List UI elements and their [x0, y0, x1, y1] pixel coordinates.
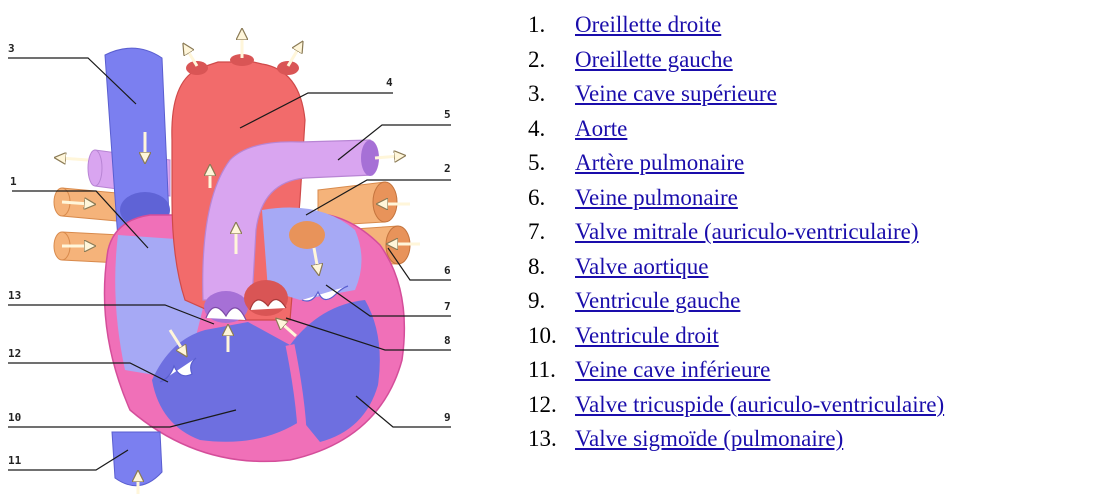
list-item: 12.Valve tricuspide (auriculo-ventricula…: [528, 388, 944, 423]
callout-1: 1: [10, 175, 17, 188]
item-number: 2.: [528, 43, 575, 78]
list-item: 8.Valve aortique: [528, 250, 944, 285]
link-aorte[interactable]: Aorte: [575, 112, 627, 147]
callout-8: 8: [444, 334, 451, 347]
callout-7: 7: [444, 300, 451, 313]
list-item: 7.Valve mitrale (auriculo-ventriculaire): [528, 215, 944, 250]
list-item: 9.Ventricule gauche: [528, 284, 944, 319]
item-number: 1.: [528, 8, 575, 43]
callout-6: 6: [444, 264, 451, 277]
item-number: 9.: [528, 284, 575, 319]
item-number: 8.: [528, 250, 575, 285]
item-number: 12.: [528, 388, 575, 423]
item-number: 5.: [528, 146, 575, 181]
link-veine-pulmonaire[interactable]: Veine pulmonaire: [575, 181, 738, 216]
item-number: 7.: [528, 215, 575, 250]
item-number: 13.: [528, 422, 575, 457]
list-item: 4.Aorte: [528, 112, 944, 147]
legend-list: 1.Oreillette droite 2.Oreillette gauche …: [528, 8, 944, 457]
callout-11: 11: [8, 454, 22, 467]
link-valve-mitrale[interactable]: Valve mitrale (auriculo-ventriculaire): [575, 215, 919, 250]
item-number: 4.: [528, 112, 575, 147]
list-item: 3.Veine cave supérieure: [528, 77, 944, 112]
callout-2: 2: [444, 162, 451, 175]
list-item: 6.Veine pulmonaire: [528, 181, 944, 216]
list-item: 10.Ventricule droit: [528, 319, 944, 354]
pulmonary-valve: [204, 291, 248, 323]
callout-13: 13: [8, 289, 21, 302]
callout-4: 4: [386, 76, 393, 89]
list-item: 2.Oreillette gauche: [528, 43, 944, 78]
link-oreillette-droite[interactable]: Oreillette droite: [575, 8, 721, 43]
link-veine-cave-inferieure[interactable]: Veine cave inférieure: [575, 353, 770, 388]
link-valve-tricuspide[interactable]: Valve tricuspide (auriculo-ventriculaire…: [575, 388, 944, 423]
link-veine-cave-superieure[interactable]: Veine cave supérieure: [575, 77, 777, 112]
link-artere-pulmonaire[interactable]: Artère pulmonaire: [575, 146, 744, 181]
callout-12: 12: [8, 347, 21, 360]
item-number: 10.: [528, 319, 575, 354]
list-item: 11.Veine cave inférieure: [528, 353, 944, 388]
link-ventricule-gauche[interactable]: Ventricule gauche: [575, 284, 740, 319]
item-number: 6.: [528, 181, 575, 216]
callout-3: 3: [8, 42, 15, 55]
link-ventricule-droit[interactable]: Ventricule droit: [575, 319, 719, 354]
callout-10: 10: [8, 411, 21, 424]
callout-5: 5: [444, 108, 451, 121]
list-item: 5.Artère pulmonaire: [528, 146, 944, 181]
heart-diagram: 3 4 5 2 1 6 7 13 8 12 10 9 11: [0, 0, 480, 499]
item-number: 11.: [528, 353, 575, 388]
link-oreillette-gauche[interactable]: Oreillette gauche: [575, 43, 733, 78]
list-item: 1.Oreillette droite: [528, 8, 944, 43]
callout-9: 9: [444, 411, 451, 424]
item-number: 3.: [528, 77, 575, 112]
list-item: 13.Valve sigmoïde (pulmonaire): [528, 422, 944, 457]
link-valve-sigmoide[interactable]: Valve sigmoïde (pulmonaire): [575, 422, 843, 457]
link-valve-aortique[interactable]: Valve aortique: [575, 250, 708, 285]
aortic-valve: [244, 280, 288, 316]
